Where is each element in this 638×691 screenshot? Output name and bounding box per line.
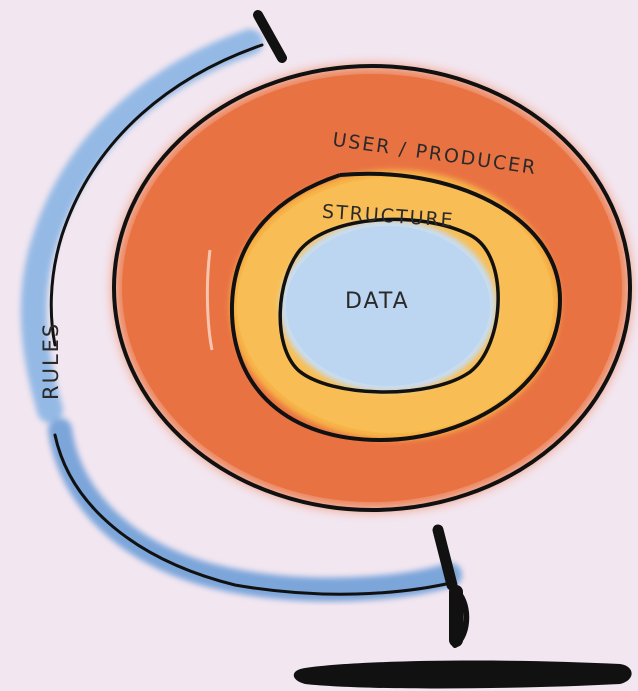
rules-arc	[20, 29, 462, 602]
bottom-pivot	[432, 524, 458, 591]
data-label: DATA	[345, 289, 410, 314]
globe-stand	[293, 585, 632, 689]
top-pivot	[253, 10, 287, 63]
rules-label: RULES	[39, 322, 63, 400]
data-core	[278, 217, 500, 394]
